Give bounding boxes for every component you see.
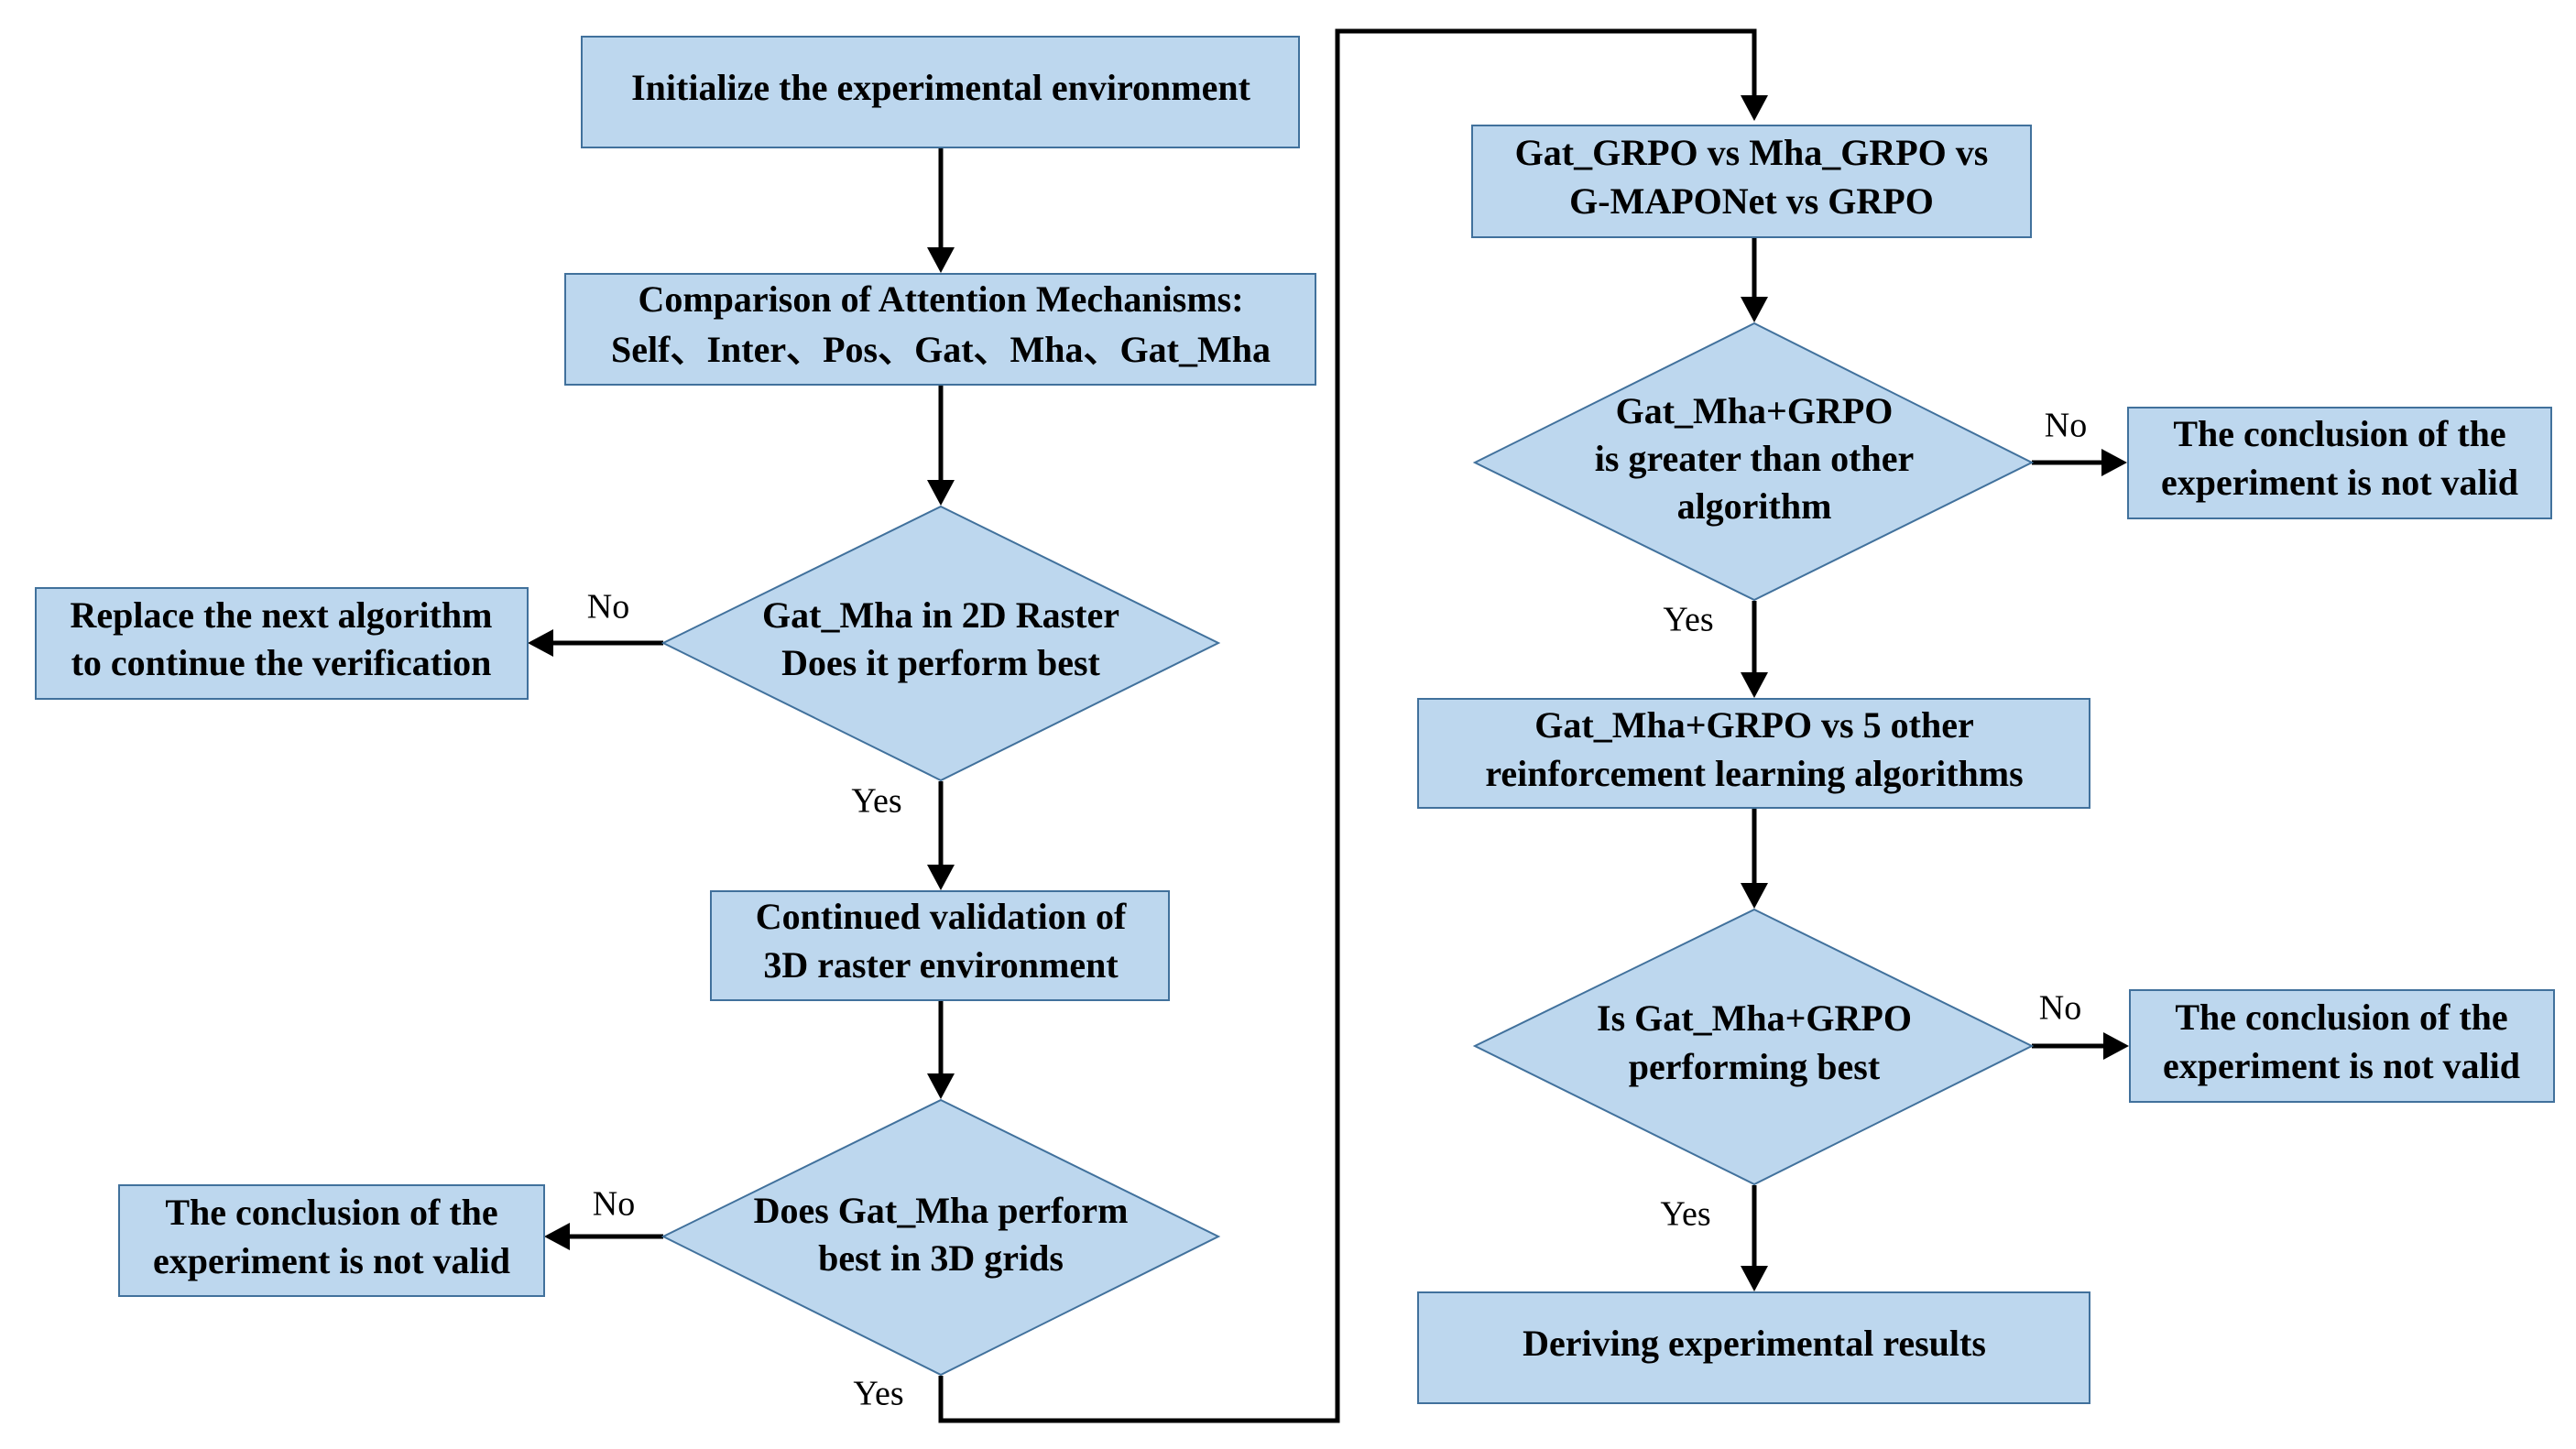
edge-label-no: No bbox=[2045, 407, 2087, 445]
node-conclusion-not-valid-1: The conclusion of the experiment is not … bbox=[118, 1184, 545, 1297]
node-label-line: Comparison of Attention Mechanisms: bbox=[638, 278, 1243, 320]
node-compare-attention-mechanisms: Comparison of Attention Mechanisms: Self… bbox=[564, 273, 1316, 386]
decision-3d-grids-best: Does Gat_Mha perform best in 3D grids bbox=[660, 1098, 1221, 1377]
node-label-line: The conclusion of the bbox=[165, 1192, 497, 1233]
arrowhead bbox=[1741, 883, 1768, 909]
node-compare-grpo-variants: Gat_GRPO vs Mha_GRPO vs G-MAPONet vs GRP… bbox=[1471, 125, 2032, 238]
node-label-line: Replace the next algorithm bbox=[70, 594, 492, 636]
node-label-line: The conclusion of the bbox=[2173, 413, 2505, 454]
node-label-line: experiment is not valid bbox=[2163, 1045, 2520, 1086]
edges bbox=[528, 28, 2129, 1423]
node-label-line: reinforcement learning algorithms bbox=[1485, 753, 2023, 794]
node-conclusion-not-valid-3: The conclusion of the experiment is not … bbox=[2129, 989, 2555, 1103]
arrowhead bbox=[927, 1073, 955, 1099]
node-label-line: Gat_Mha in 2D Raster bbox=[762, 594, 1119, 636]
arrowhead bbox=[528, 629, 553, 657]
arrowhead bbox=[927, 247, 955, 273]
edge-label-no: No bbox=[593, 1185, 635, 1224]
node-label-line: Continued validation of bbox=[756, 896, 1127, 937]
arrowhead bbox=[927, 865, 955, 890]
node-initialize-environment: Initialize the experimental environment bbox=[581, 36, 1300, 148]
node-label-line: experiment is not valid bbox=[153, 1240, 510, 1281]
node-label-line: Deriving experimental results bbox=[1523, 1323, 1986, 1364]
node-label-line: performing best bbox=[1629, 1046, 1881, 1087]
arrowhead bbox=[927, 480, 955, 506]
arrowhead bbox=[1741, 297, 1768, 322]
arrowhead bbox=[1741, 1266, 1768, 1291]
node-label-line: to continue the verification bbox=[71, 642, 492, 683]
node-label-line: Gat_Mha+GRPO vs 5 other bbox=[1534, 704, 1973, 746]
arrowhead bbox=[2103, 1032, 2129, 1060]
node-conclusion-not-valid-2: The conclusion of the experiment is not … bbox=[2127, 407, 2552, 519]
edge-label-yes: Yes bbox=[851, 782, 901, 821]
node-label-line: experiment is not valid bbox=[2161, 462, 2518, 503]
node-validate-3d-raster: Continued validation of 3D raster enviro… bbox=[710, 890, 1170, 1001]
decision-grpo-performing-best: Is Gat_Mha+GRPO performing best bbox=[1472, 908, 2035, 1186]
node-label-line: Self、Inter、Pos、Gat、Mha、Gat_Mha bbox=[611, 329, 1271, 370]
node-label-line: The conclusion of the bbox=[2175, 997, 2507, 1038]
edge-label-yes: Yes bbox=[1660, 1195, 1710, 1234]
node-label-line: G-MAPONet vs GRPO bbox=[1569, 180, 1934, 222]
node-replace-next-algorithm: Replace the next algorithm to continue t… bbox=[35, 587, 529, 700]
edge-label-no: No bbox=[2039, 989, 2081, 1028]
node-label-line: algorithm bbox=[1677, 485, 1832, 527]
decision-2d-raster-best: Gat_Mha in 2D Raster Does it perform bes… bbox=[660, 505, 1221, 782]
edge-label-yes: Yes bbox=[1663, 601, 1713, 639]
node-compare-rl-algorithms: Gat_Mha+GRPO vs 5 other reinforcement le… bbox=[1417, 698, 2090, 809]
arrowhead bbox=[2101, 449, 2127, 476]
node-label-line: Is Gat_Mha+GRPO bbox=[1597, 997, 1912, 1039]
node-label-line: Does Gat_Mha perform bbox=[754, 1190, 1129, 1231]
node-label-line: Gat_GRPO vs Mha_GRPO vs bbox=[1515, 132, 1989, 173]
node-label-line: is greater than other bbox=[1595, 438, 1914, 479]
node-label-line: 3D raster environment bbox=[763, 944, 1119, 986]
node-label-line: Gat_Mha+GRPO bbox=[1616, 390, 1894, 431]
arrowhead bbox=[1741, 95, 1768, 121]
node-label-line: Does it perform best bbox=[781, 642, 1100, 683]
arrowhead bbox=[1741, 672, 1768, 698]
decision-grpo-greater: Gat_Mha+GRPO is greater than other algor… bbox=[1472, 321, 2035, 602]
edge-decision-3d-yes bbox=[938, 28, 1757, 1423]
node-label-line: Initialize the experimental environment bbox=[631, 67, 1251, 108]
arrowhead bbox=[544, 1223, 570, 1250]
edge-label-no: No bbox=[587, 588, 629, 626]
node-label-line: best in 3D grids bbox=[818, 1237, 1064, 1279]
node-deriving-results: Deriving experimental results bbox=[1417, 1291, 2090, 1404]
edge-label-yes: Yes bbox=[853, 1375, 903, 1413]
